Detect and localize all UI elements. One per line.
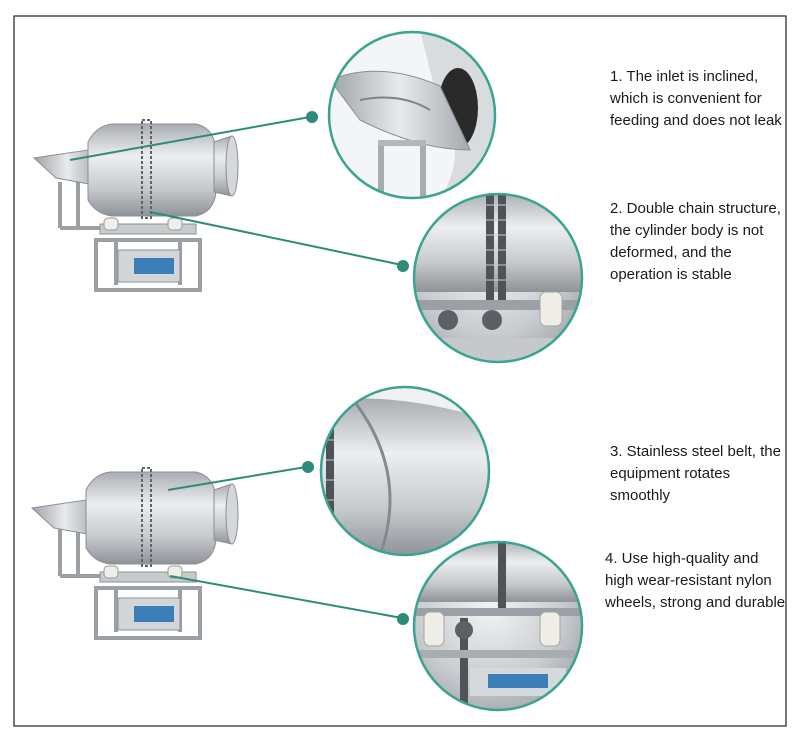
- zoom-circle-nylon-wheels: [412, 540, 584, 712]
- leader-dot-3: [302, 461, 314, 473]
- leader-dot-4: [397, 613, 409, 625]
- outer-frame: [13, 15, 787, 727]
- leader-dot-2: [397, 260, 409, 272]
- leader-line-4: [169, 575, 403, 619]
- callout-text-2: 2. Double chain structure, the cylinder …: [610, 200, 781, 283]
- zoom-circle-steel-belt: [319, 385, 491, 557]
- leader-line-3: [167, 466, 307, 491]
- machine-illustration-top: [32, 119, 239, 292]
- machine-stand: [58, 182, 202, 292]
- leader-dot-1: [306, 111, 318, 123]
- callout-text-1: 1. The inlet is inclined, which is conve…: [610, 68, 782, 129]
- zoom-circle-double-chain: [412, 192, 584, 364]
- control-panel-label: [134, 606, 174, 622]
- leader-line-2: [149, 211, 403, 266]
- drive-chain: [141, 467, 152, 567]
- leader-line-1: [69, 116, 311, 161]
- callout-text-3: 3. Stainless steel belt, the equipment r…: [610, 443, 781, 504]
- callout-text-4: 4. Use high-quality and high wear-resist…: [605, 550, 786, 611]
- leader-lines: [69, 111, 409, 625]
- machine-stand: [58, 528, 202, 640]
- zoom-circle-inlet: [327, 30, 497, 200]
- drive-chain: [141, 119, 152, 219]
- machine-illustration-bottom: [30, 467, 239, 640]
- control-panel-label: [134, 258, 174, 274]
